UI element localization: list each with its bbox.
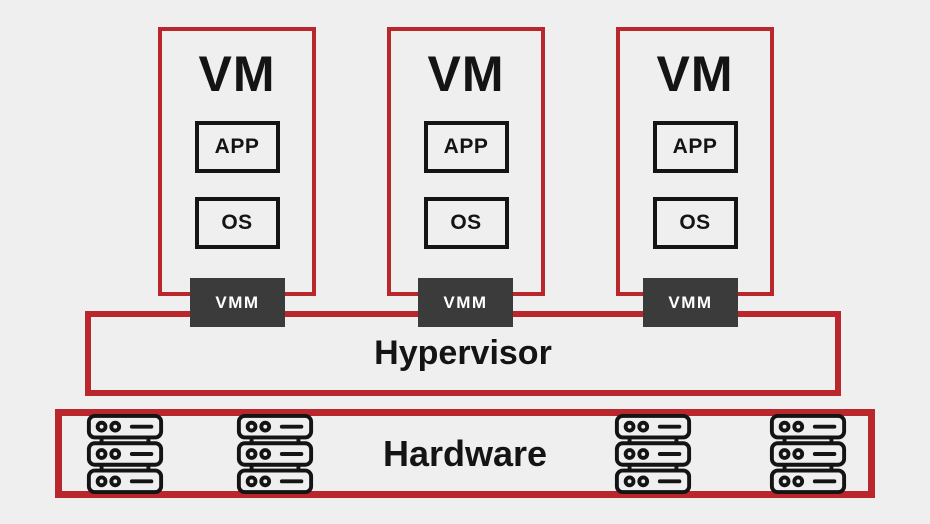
app-label: APP: [443, 135, 489, 158]
vm-box-1: VM APP OS: [158, 27, 316, 296]
vmm-label: VMM: [215, 292, 260, 312]
server-stack-icon: [86, 413, 164, 495]
app-box: APP: [423, 121, 509, 173]
vm-title: VM: [198, 46, 276, 102]
app-label: APP: [214, 135, 260, 158]
hypervisor-label: Hypervisor: [374, 334, 552, 372]
os-box: OS: [423, 197, 509, 249]
os-box: OS: [652, 197, 738, 249]
vm-box-2: VM APP OS: [387, 27, 545, 296]
app-label: APP: [672, 135, 718, 158]
os-label: OS: [679, 211, 711, 234]
os-box: OS: [194, 197, 280, 249]
vm-title: VM: [427, 46, 505, 102]
vmm-label: VMM: [443, 292, 488, 312]
app-box: APP: [652, 121, 738, 173]
os-label: OS: [450, 211, 482, 234]
vmm-label: VMM: [668, 292, 713, 312]
hardware-box: Hardware: [55, 409, 875, 498]
vm-title: VM: [656, 46, 734, 102]
server-stack-icon: [236, 413, 314, 495]
vmm-tab-3: VMM: [643, 278, 738, 327]
hardware-label: Hardware: [382, 432, 548, 474]
vmm-tab-2: VMM: [418, 278, 513, 327]
os-label: OS: [221, 211, 253, 234]
vm-box-3: VM APP OS: [616, 27, 774, 296]
server-stack-icon: [769, 413, 847, 495]
app-box: APP: [194, 121, 280, 173]
vmm-tab-1: VMM: [190, 278, 285, 327]
server-stack-icon: [614, 413, 692, 495]
